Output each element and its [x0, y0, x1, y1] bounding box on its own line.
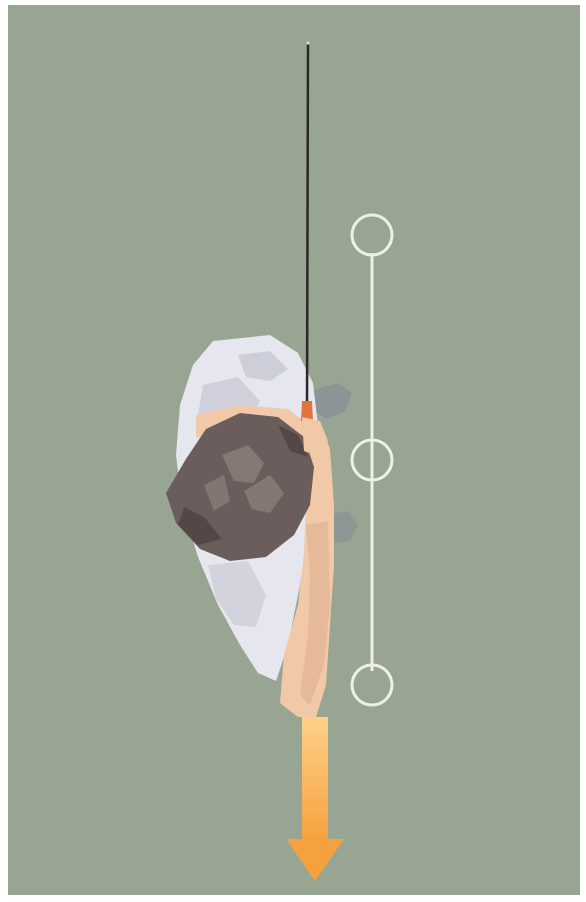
club-tip [306, 41, 309, 44]
illustration-canvas [8, 5, 580, 895]
golfer-illustration [8, 5, 580, 895]
arrow-shaft [302, 717, 328, 841]
club-shaft [307, 43, 308, 409]
